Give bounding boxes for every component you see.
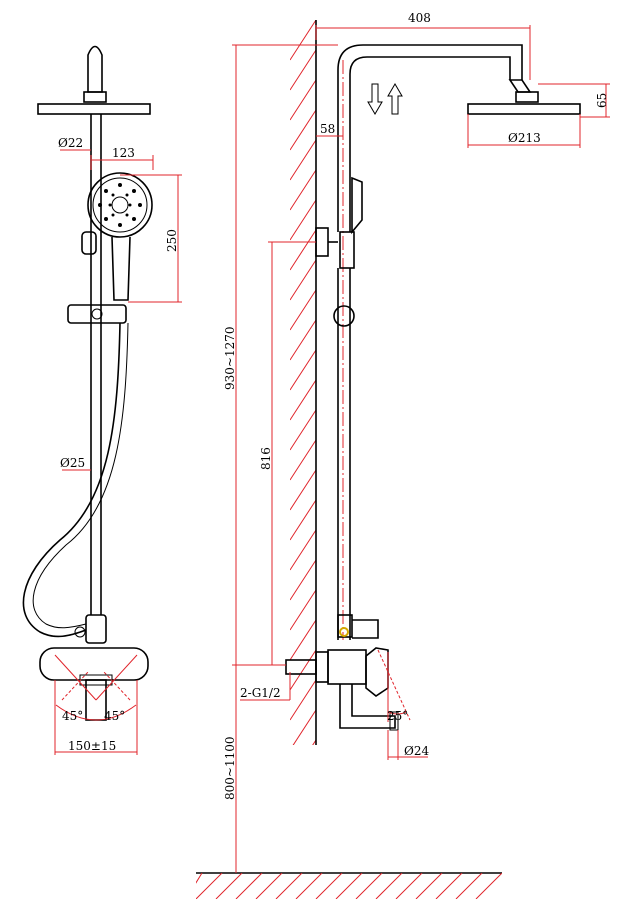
front-view: Ø22 123 250 Ø25 xyxy=(22,45,182,755)
dim-lever-angle: 25° xyxy=(387,709,408,723)
dim-inlet-centers: 150±15 xyxy=(68,739,116,753)
up-arrow-icon xyxy=(387,83,403,115)
dim-inlet-thread: 2-G1/2 xyxy=(240,686,281,700)
dim-head-neck: Ø22 xyxy=(58,136,83,150)
wall-flange xyxy=(315,651,329,683)
head-swivel xyxy=(515,91,539,103)
shower-arm-outer xyxy=(337,44,523,232)
dim-head-thickness: 65 xyxy=(595,93,609,108)
shower-arm-inner xyxy=(349,56,511,232)
diverter-knob xyxy=(352,619,379,639)
side-view: 408 65 Ø213 58 xyxy=(196,11,610,899)
dim-total-height: 930~1270 xyxy=(223,327,237,391)
dim-hand-shower-width: 123 xyxy=(112,146,135,160)
slide-knob-side xyxy=(333,305,355,327)
rain-head-front xyxy=(37,103,151,115)
dim-angle-right: 45° xyxy=(104,709,125,723)
hand-shower-face xyxy=(87,172,153,238)
hose-outer xyxy=(22,322,121,638)
spray-nozzles xyxy=(98,183,142,227)
hand-shower-side xyxy=(351,176,363,235)
tub-spout xyxy=(339,684,396,729)
dim-angle-left: 45° xyxy=(62,709,83,723)
dim-spout-dia: Ø24 xyxy=(404,744,429,758)
hand-shower-handle xyxy=(111,236,131,301)
diverter-front xyxy=(85,614,107,644)
dim-arm-reach: 408 xyxy=(408,11,431,25)
valve-marker xyxy=(339,627,349,637)
wall-hatch xyxy=(290,20,316,745)
dim-bracket-height: 816 xyxy=(259,447,273,470)
swivel-joint xyxy=(83,91,107,103)
mixer-lever-side xyxy=(365,647,389,697)
floor-hatch xyxy=(196,873,502,899)
top-wall-bracket xyxy=(315,227,329,257)
mixer-body-side xyxy=(327,649,367,685)
hand-shower-holder xyxy=(81,231,97,255)
dim-hand-shower-height: 250 xyxy=(165,229,179,252)
dim-floor-height: 800~1100 xyxy=(223,737,237,801)
holder-side xyxy=(339,231,355,269)
rain-head-side xyxy=(467,103,581,115)
dim-rail-dia: Ø25 xyxy=(60,456,85,470)
slide-bracket xyxy=(67,304,127,324)
diverter-side xyxy=(337,614,353,638)
dim-head-dia: Ø213 xyxy=(508,131,541,145)
down-arrow-icon xyxy=(367,83,383,115)
dim-wall-offset: 58 xyxy=(320,122,335,136)
inlet-pipe xyxy=(285,659,317,675)
shower-arm-top xyxy=(87,45,103,93)
